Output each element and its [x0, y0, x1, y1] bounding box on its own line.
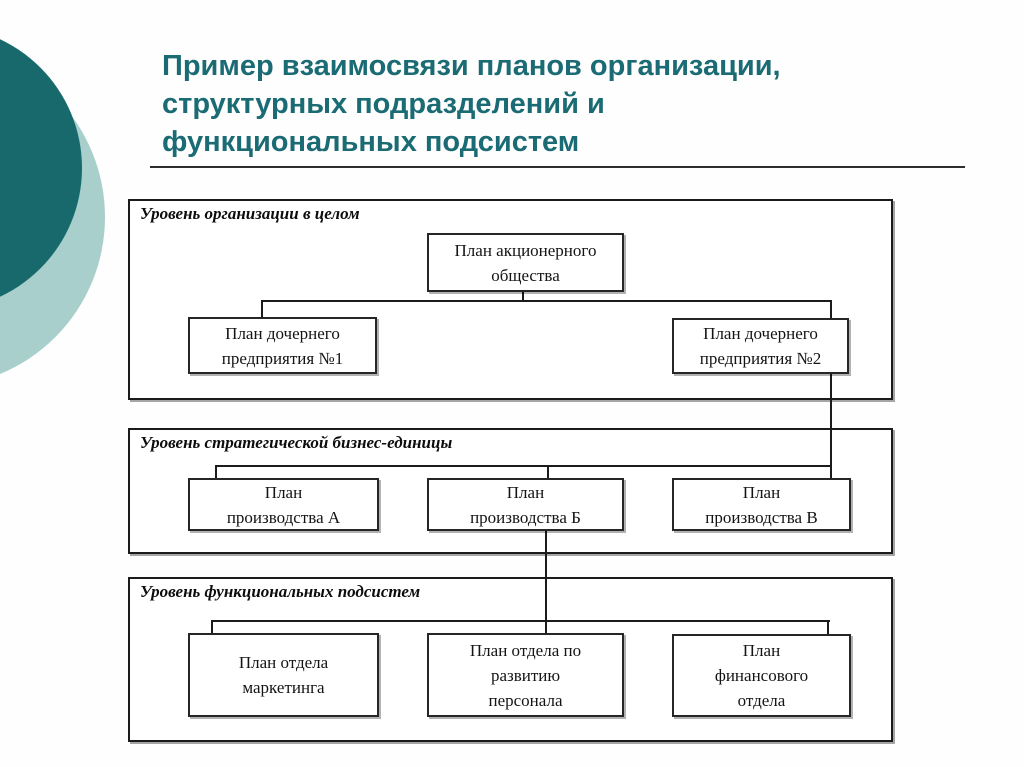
connector-parent-stub [522, 288, 524, 302]
connector-level2-right-stub [830, 465, 832, 479]
section-header: Уровень стратегической бизнес-единицы [140, 433, 453, 452]
connector-level3-horizontal [211, 620, 830, 622]
connector-level2-to-level3 [545, 527, 547, 621]
plan-box-production-b: План производства Б [427, 478, 624, 531]
plan-box-subsidiary-2: План дочернего предприятия №2 [672, 318, 849, 374]
connector-level2-horizontal [215, 465, 832, 467]
connector-level2-left-stub [215, 465, 217, 479]
connector-level1-right-stub [830, 300, 832, 319]
plan-box-hr-development-dept: План отдела по развитию персонала [427, 633, 624, 717]
plan-box-production-a: План производства А [188, 478, 379, 531]
plan-box-production-v: План производства В [672, 478, 851, 531]
plan-box-joint-stock-company: План акционерного общества [427, 233, 624, 292]
connector-level3-middle-stub [545, 620, 547, 635]
connector-level3-right-stub [827, 620, 829, 635]
title-underline [150, 166, 965, 168]
connector-level1-left-stub [261, 300, 263, 318]
section-header: Уровень функциональных подсистем [140, 582, 421, 601]
slide-title: Пример взаимосвязи планов организации, с… [162, 50, 781, 159]
connector-level3-left-stub [211, 620, 213, 634]
connector-level2-middle-stub [547, 465, 549, 479]
plan-box-marketing-dept: План отдела маркетинга [188, 633, 379, 717]
section-header: Уровень организации в целом [140, 204, 360, 223]
plan-box-subsidiary-1: План дочернего предприятия №1 [188, 317, 377, 374]
connector-level1-to-level2 [830, 370, 832, 467]
plan-box-finance-dept: План финансового отдела [672, 634, 851, 717]
connector-level1-horizontal [261, 300, 832, 302]
